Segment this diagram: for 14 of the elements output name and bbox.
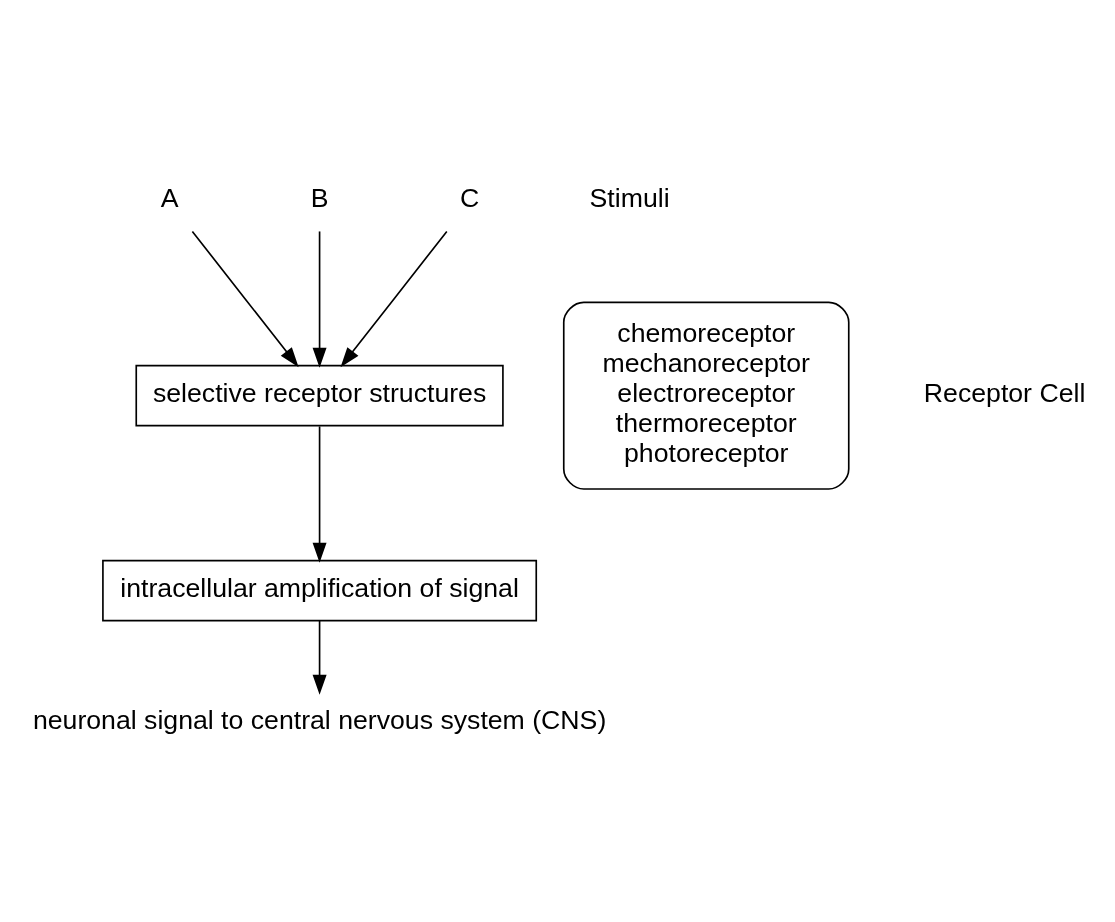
arrow [312,230,327,368]
node-box: intracellular amplification of signal [102,559,538,621]
arrow [312,619,327,695]
node-text: A [160,182,179,213]
node-text: B [310,182,329,213]
label: Stimuli [589,182,670,213]
node-box: selective receptor structures [135,364,504,426]
arrow [191,230,299,367]
node-text: neuronal signal to central nervous system (CNS) [32,704,607,735]
label: Receptor Cell [923,377,1086,408]
arrow [312,425,327,563]
node-text: C [459,182,480,213]
arrow [340,230,448,367]
node-box: chemoreceptor mechanoreceptor electroreceptor thermoreceptor photoreceptor [562,301,850,490]
